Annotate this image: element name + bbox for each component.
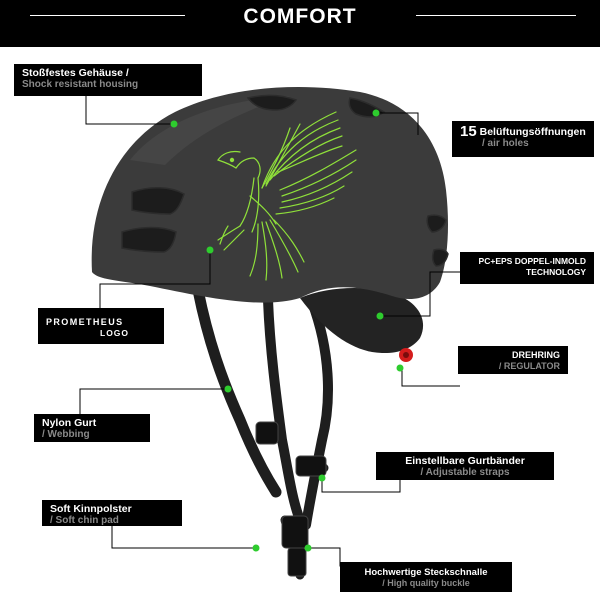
callout-webbing-line2: / Webbing: [42, 429, 90, 440]
buckle-female: [281, 515, 309, 549]
dot-technology: [376, 312, 384, 320]
leader-regulator: [401, 370, 460, 387]
leader-housing: [85, 96, 174, 125]
callout-soft-chin-pad: Soft Kinnpolster / Soft chin pad: [42, 500, 182, 526]
callout-straps-line2: / Adjustable straps: [420, 467, 510, 478]
dot-housing: [170, 120, 178, 128]
callout-technology-line1: PC+EPS DOPPEL-INMOLD: [478, 256, 586, 266]
regulator-dial-center: [403, 352, 409, 358]
vent-rear-2: [431, 248, 449, 267]
callout-vents-line2: / air holes: [482, 138, 529, 149]
callout-housing-line2: Shock resistant housing: [22, 79, 139, 90]
leader-logo: [99, 250, 211, 308]
callout-lines: [79, 96, 460, 567]
dot-vents: [372, 109, 380, 117]
callout-buckle-line2: / High quality buckle: [382, 578, 470, 588]
vent-top-1: [246, 94, 298, 111]
callout-technology-line2: TECHNOLOGY: [526, 267, 586, 277]
dot-webbing: [224, 385, 232, 393]
callout-chinpad-line2: / Soft chin pad: [50, 515, 119, 526]
shell-highlight: [130, 96, 290, 165]
leader-vents: [376, 112, 419, 135]
callout-buckle-line1: Hochwertige Steckschnalle: [364, 567, 488, 578]
vent-side-upper: [131, 187, 185, 215]
strap-hardware: [255, 421, 327, 577]
callout-vents-line1: Belüftungsöffnungen: [479, 126, 586, 138]
callout-shock-housing: Stoßfestes Gehäuse / Shock resistant hou…: [14, 64, 202, 96]
strap-adjuster-left: [255, 421, 279, 445]
callout-inmold-technology: PC+EPS DOPPEL-INMOLD TECHNOLOGY: [460, 252, 594, 284]
callout-regulator: DREHRING / REGULATOR: [458, 346, 568, 374]
callout-chinpad-line1: Soft Kinnpolster: [50, 503, 132, 515]
eagle-graphic: [217, 111, 357, 281]
vent-side-lower: [121, 226, 177, 253]
dot-logo: [206, 246, 214, 254]
logo-wordmark: PROMETHEUS: [46, 317, 124, 327]
dot-straps: [318, 474, 326, 482]
dot-chinpad: [252, 544, 260, 552]
callout-straps-line1: Einstellbare Gurtbänder: [405, 455, 525, 467]
dot-buckle: [304, 544, 312, 552]
vent-group: [121, 94, 449, 267]
callout-regulator-line1: DREHRING: [511, 350, 560, 360]
callout-webbing-line1: Nylon Gurt: [42, 417, 97, 429]
leader-straps: [321, 474, 401, 493]
buckle-male: [287, 547, 307, 577]
callout-air-holes: 15 Belüftungsöffnungen / air holes: [452, 121, 594, 157]
page-title: COMFORT: [243, 5, 357, 28]
header-band: COMFORT: [0, 0, 600, 47]
header-rule-right: [416, 15, 576, 16]
callout-prometheus-logo: PROMETHEUS LOGO: [38, 308, 164, 344]
vent-count: 15: [460, 123, 477, 140]
leader-technology: [380, 271, 460, 317]
strap-adjuster-right: [295, 455, 327, 477]
leader-webbing: [79, 388, 228, 414]
leader-chinpad: [111, 522, 256, 549]
dot-regulator: [396, 364, 404, 372]
indicator-dots: [170, 109, 404, 552]
logo-subtext: LOGO: [100, 328, 130, 338]
helmet-inner-liner: [300, 287, 424, 354]
callout-nylon-webbing: Nylon Gurt / Webbing: [34, 414, 150, 442]
callout-regulator-line2: / REGULATOR: [498, 361, 560, 371]
callout-adjustable-straps: Einstellbare Gurtbänder / Adjustable str…: [376, 452, 554, 480]
header-rule-left: [30, 15, 185, 16]
callout-housing-line1: Stoßfestes Gehäuse /: [22, 67, 129, 79]
callout-buckle: Hochwertige Steckschnalle / High quality…: [340, 562, 512, 592]
vent-rear-1: [426, 214, 447, 233]
